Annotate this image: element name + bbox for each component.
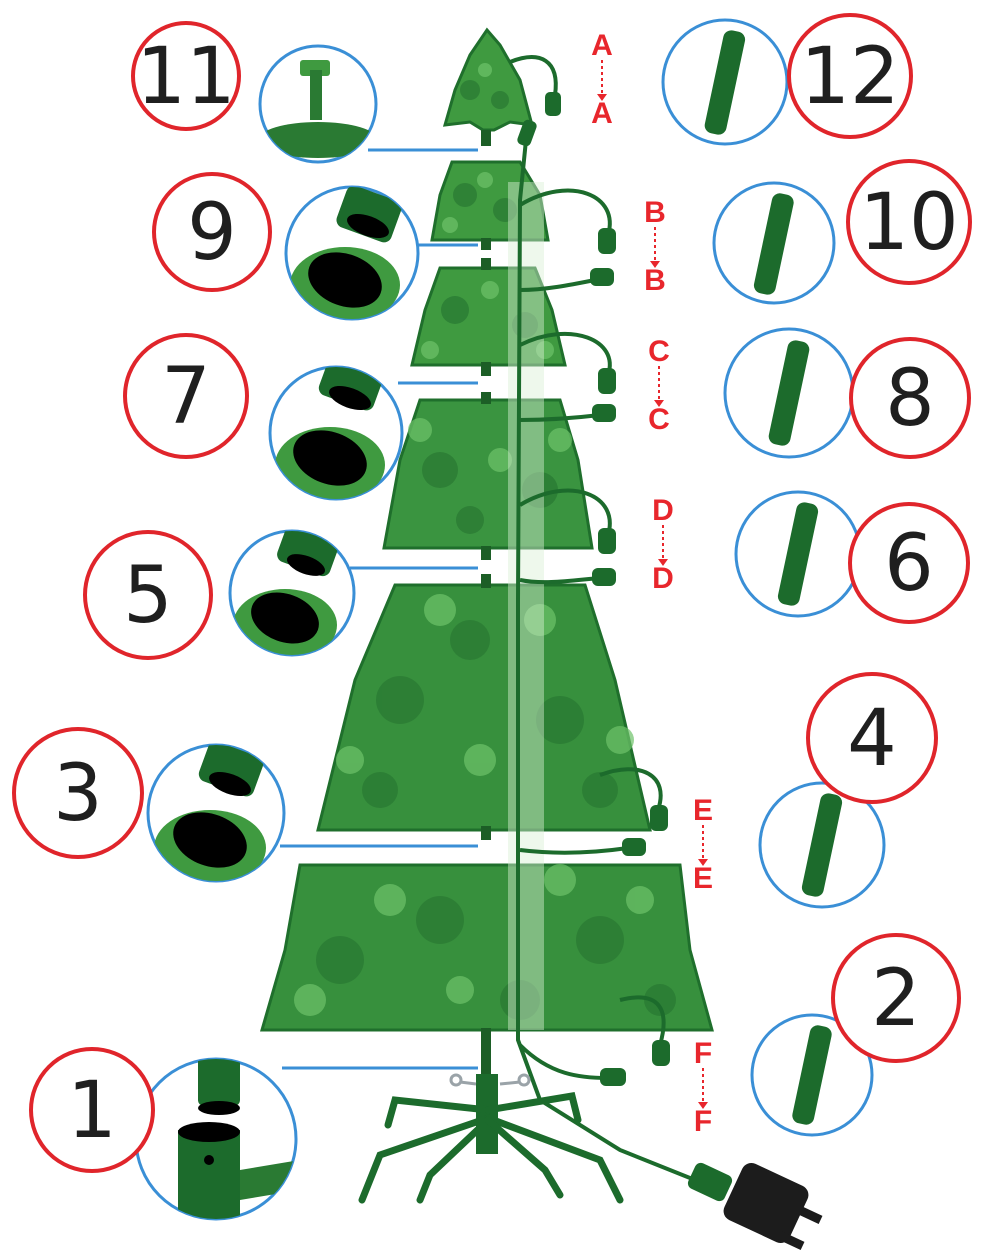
step-number-8: 8 [885, 354, 935, 444]
detail-circle-9 [286, 183, 418, 323]
step-number-6: 6 [884, 519, 934, 609]
step-number-4: 4 [847, 694, 897, 784]
step-number-3: 3 [53, 749, 103, 839]
tree-section-top [445, 30, 532, 130]
power-plug-icon [686, 1160, 823, 1250]
connector-d-top: D [652, 494, 674, 527]
connector-c-bottom: C [648, 403, 670, 436]
detail-circle-3 [148, 739, 284, 886]
step-number-10: 10 [859, 178, 958, 268]
detail-circle-12 [663, 20, 787, 144]
step-number-7: 7 [161, 352, 211, 442]
connector-a-top: A [591, 29, 613, 62]
connector-e-bottom: E [693, 862, 713, 895]
step-number-5: 5 [123, 551, 173, 641]
step-number-11: 11 [136, 32, 235, 122]
tree-stand-icon [362, 1074, 620, 1200]
detail-circle-10 [714, 183, 834, 303]
detail-circle-11 [258, 46, 378, 162]
connector-a-bottom: A [591, 97, 613, 130]
step-number-1: 1 [67, 1066, 117, 1156]
connector-c-top: C [648, 335, 670, 368]
step-number-12: 12 [800, 32, 899, 122]
connector-d-bottom: D [652, 562, 674, 595]
detail-circle-1 [136, 1048, 300, 1230]
detail-circle-6 [736, 492, 860, 616]
step-number-9: 9 [187, 188, 237, 278]
detail-circle-7 [270, 353, 402, 503]
step-number-2: 2 [871, 954, 921, 1044]
detail-circle-5 [230, 522, 354, 661]
connector-e-top: E [693, 794, 713, 827]
connector-b-top: B [644, 196, 666, 229]
detail-circle-8 [725, 329, 853, 457]
connector-b-bottom: B [644, 264, 666, 297]
connector-f-top: F [694, 1037, 712, 1070]
connector-f-bottom: F [694, 1105, 712, 1138]
